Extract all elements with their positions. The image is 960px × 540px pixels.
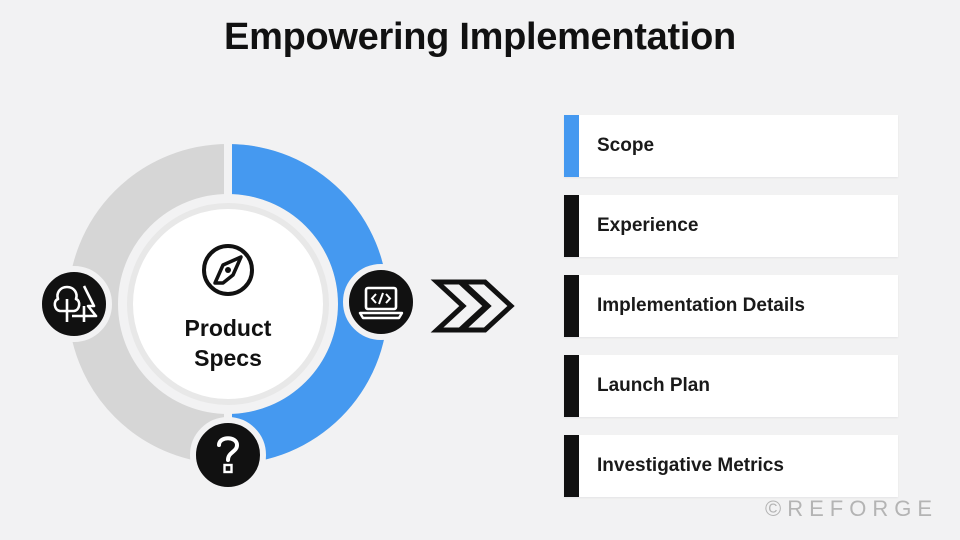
ring-separator-top [224,140,232,196]
double-chevron-icon [430,279,515,333]
list-item-label: Experience [597,215,699,236]
list-item-experience: Experience [564,195,898,257]
ring-highlight [228,144,388,464]
deliverables-list: Scope Experience Implementation Details … [564,115,898,515]
page-title: Empowering Implementation [224,16,736,58]
list-item-investigative-metrics: Investigative Metrics [564,435,898,497]
list-item-label: Investigative Metrics [597,455,784,476]
center-label-line2: Specs [194,345,262,371]
list-item-label: Implementation Details [597,295,805,316]
accent-bar [564,355,579,417]
compass-icon [202,244,254,296]
question-mark-icon [190,417,266,493]
accent-bar [564,435,579,497]
center-label-line1: Product [185,315,272,341]
trees-icon [36,266,112,342]
list-item-scope: Scope [564,115,898,177]
accent-bar [564,115,579,177]
list-item-label: Scope [597,135,655,156]
accent-bar [564,275,579,337]
list-item-label: Launch Plan [597,375,710,396]
accent-bar [564,195,579,257]
laptop-code-icon [343,264,419,340]
list-item-launch-plan: Launch Plan [564,355,898,417]
reforge-watermark: ©REFORGE [765,496,938,521]
center-circle [127,203,329,405]
list-item-implementation-details: Implementation Details [564,275,898,337]
